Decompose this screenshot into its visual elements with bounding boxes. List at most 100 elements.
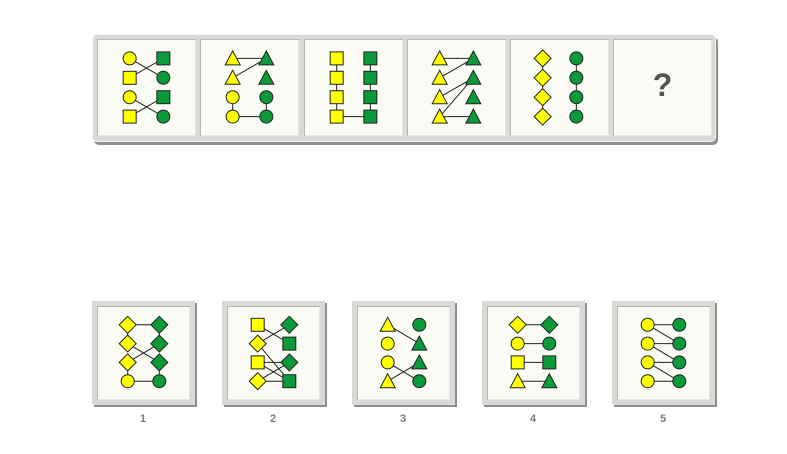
green-diamond-icon (280, 353, 299, 372)
option-1[interactable] (92, 301, 195, 405)
green-triangle-icon (464, 49, 482, 66)
green-square-icon (363, 70, 378, 85)
option-2-panel (227, 306, 320, 400)
green-square-icon (156, 51, 171, 66)
sequence-cell-2 (200, 39, 299, 136)
green-square-icon (282, 374, 297, 389)
yellow-triangle-icon (431, 108, 449, 124)
yellow-circle-icon (640, 336, 655, 351)
yellow-diamond-icon (533, 68, 552, 88)
green-circle-icon (569, 109, 584, 124)
yellow-diamond-icon (508, 315, 527, 335)
option-1-panel (97, 306, 190, 400)
green-circle-icon (672, 374, 687, 389)
green-diamond-icon (150, 334, 169, 353)
yellow-triangle-icon (431, 49, 449, 66)
yellow-triangle-icon (431, 88, 449, 105)
yellow-diamond-icon (248, 334, 267, 353)
option-5-label: 5 (659, 413, 667, 425)
green-circle-icon (569, 70, 584, 85)
yellow-square-icon (250, 355, 265, 370)
yellow-circle-icon (640, 374, 655, 389)
yellow-circle-icon (120, 374, 135, 389)
green-circle-icon (156, 109, 171, 124)
yellow-circle-icon (122, 51, 137, 66)
yellow-diamond-icon (118, 353, 137, 372)
sequence-cell-5 (510, 39, 609, 136)
yellow-triangle-icon (509, 372, 527, 389)
yellow-square-icon (122, 109, 137, 124)
green-circle-icon (569, 90, 584, 105)
yellow-circle-icon (225, 90, 240, 105)
option-3[interactable] (352, 301, 455, 405)
yellow-circle-icon (380, 355, 395, 370)
green-diamond-icon (540, 315, 559, 335)
option-2-label: 2 (269, 413, 277, 425)
yellow-circle-icon (380, 336, 395, 351)
green-square-icon (363, 51, 378, 66)
yellow-square-icon (329, 90, 344, 105)
option-4[interactable] (482, 301, 585, 405)
green-diamond-icon (280, 315, 299, 335)
green-square-icon (156, 90, 171, 105)
sequence-cell-answer: ? (613, 39, 712, 136)
green-circle-icon (412, 317, 427, 332)
figure-drawing (508, 315, 559, 389)
green-circle-icon (672, 355, 687, 370)
sequence-strip: ? (92, 34, 716, 142)
figure-drawing (533, 49, 584, 126)
option-4-panel (487, 306, 580, 400)
question-mark: ? (652, 67, 673, 103)
yellow-circle-icon (510, 336, 525, 351)
yellow-triangle-icon (379, 372, 397, 389)
green-square-icon (363, 90, 378, 105)
green-square-icon (363, 109, 378, 124)
yellow-diamond-icon (118, 315, 137, 335)
yellow-diamond-icon (533, 87, 552, 107)
yellow-square-icon (329, 51, 344, 66)
green-circle-icon (672, 336, 687, 351)
green-diamond-icon (150, 353, 169, 372)
yellow-circle-icon (122, 90, 137, 105)
green-triangle-icon (540, 372, 558, 389)
yellow-triangle-icon (431, 69, 449, 85)
yellow-square-icon (329, 70, 344, 85)
figure-drawing (122, 51, 171, 124)
option-3-label: 3 (399, 413, 407, 425)
option-4-label: 4 (529, 413, 537, 425)
option-3-panel (357, 306, 450, 400)
yellow-circle-icon (640, 317, 655, 332)
yellow-triangle-icon (224, 49, 242, 66)
option-5[interactable] (612, 301, 715, 405)
green-diamond-icon (150, 315, 169, 335)
yellow-circle-icon (640, 355, 655, 370)
green-square-icon (282, 336, 297, 351)
green-triangle-icon (257, 69, 275, 85)
yellow-triangle-icon (379, 316, 397, 332)
option-1-label: 1 (139, 413, 147, 425)
sequence-cell-3 (304, 39, 403, 136)
yellow-diamond-icon (118, 334, 137, 353)
sequence-cell-4 (407, 39, 506, 136)
green-circle-icon (672, 317, 687, 332)
figure-drawing (248, 315, 299, 391)
yellow-square-icon (122, 70, 137, 85)
yellow-square-icon (510, 355, 525, 370)
green-triangle-icon (410, 353, 428, 370)
yellow-triangle-icon (224, 69, 242, 85)
green-circle-icon (569, 51, 584, 66)
yellow-square-icon (329, 109, 344, 124)
green-triangle-icon (464, 108, 482, 124)
yellow-diamond-icon (248, 371, 267, 391)
figure-drawing (224, 49, 275, 124)
yellow-circle-icon (225, 109, 240, 124)
green-triangle-icon (257, 49, 275, 66)
yellow-diamond-icon (533, 49, 552, 68)
sequence-cell-1 (97, 39, 196, 136)
green-circle-icon (542, 336, 557, 351)
yellow-square-icon (250, 317, 265, 332)
option-2[interactable] (222, 301, 325, 405)
green-circle-icon (259, 90, 274, 105)
green-triangle-icon (464, 69, 482, 85)
green-triangle-icon (464, 88, 482, 105)
